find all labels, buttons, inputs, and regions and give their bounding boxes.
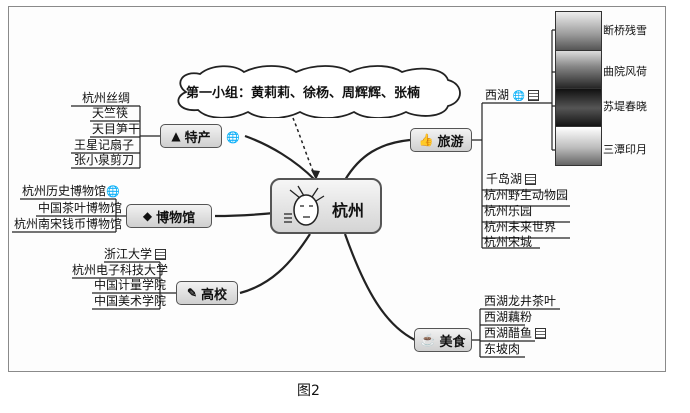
note-icon — [535, 328, 547, 339]
callout-text: 第一小组：黄莉莉、徐杨、周辉辉、张楠 — [186, 86, 421, 101]
specialty-item-1[interactable]: 杭州丝绸 — [82, 91, 131, 105]
specialty-item-2[interactable]: 天竺筷 — [92, 106, 129, 120]
figure-caption: 图2 — [297, 383, 320, 399]
food-item-1[interactable]: 西湖龙井茶叶 — [484, 294, 557, 308]
branch-food-label: 美食 — [439, 334, 466, 350]
group-callout: 第一小组：黄莉莉、徐杨、周辉辉、张楠 — [168, 64, 468, 119]
branch-museum[interactable]: ◆ 博物馆 — [126, 204, 212, 228]
food-item-4[interactable]: 东坡肉 — [484, 342, 521, 356]
scene-title-2: 曲院风荷 — [603, 65, 647, 78]
photo-three-pools — [555, 126, 602, 166]
specialty-item-3[interactable]: 天目笋干 — [92, 122, 141, 136]
museum-item-3[interactable]: 杭州南宋钱币博物馆 — [14, 217, 123, 231]
travel-item-1[interactable]: 千岛湖 — [486, 172, 537, 187]
central-topic-label: 杭州 — [332, 201, 365, 220]
travel-item-4[interactable]: 杭州未来世界 — [484, 220, 557, 234]
globe-icon: 🌐 — [226, 131, 240, 144]
thinking-head-icon — [284, 185, 325, 226]
college-item-4[interactable]: 中国美术学院 — [94, 294, 167, 308]
globe-icon: 🌐 — [106, 185, 120, 198]
cube-icon: ◆ — [142, 209, 153, 223]
food-bowl-icon: ☕ — [420, 333, 436, 347]
food-item-2[interactable]: 西湖藕粉 — [484, 310, 533, 324]
note-icon — [528, 90, 540, 101]
westlake-item[interactable]: 西湖 🌐 — [485, 88, 540, 104]
branch-college-label: 高校 — [201, 287, 228, 303]
scene-title-1: 断桥残雪 — [603, 24, 647, 37]
branch-college[interactable]: ✎ 高校 — [176, 281, 238, 305]
globe-icon: 🌐 — [512, 91, 526, 102]
note-icon — [525, 174, 537, 185]
branch-food[interactable]: ☕ 美食 — [414, 328, 472, 352]
college-item-2[interactable]: 杭州电子科技大学 — [72, 263, 169, 277]
branch-specialty[interactable]: ▲ 特产 — [160, 124, 222, 148]
branch-travel[interactable]: 👍 旅游 — [410, 128, 472, 152]
photo-broken-bridge — [555, 11, 602, 51]
note-icon — [155, 249, 167, 260]
cloud-shape — [177, 65, 461, 119]
branch-museum-label: 博物馆 — [156, 210, 196, 226]
branch-specialty-label: 特产 — [184, 130, 211, 146]
food-item-3[interactable]: 西湖醋鱼 — [484, 326, 547, 341]
college-item-1[interactable]: 浙江大学 — [104, 247, 167, 262]
museum-item-2[interactable]: 中国茶叶博物馆 — [38, 201, 123, 215]
central-topic[interactable]: 杭州 — [270, 178, 382, 234]
travel-item-2[interactable]: 杭州野生动物园 — [484, 188, 569, 202]
thumbs-up-icon: 👍 — [418, 133, 434, 147]
specialty-item-5[interactable]: 张小泉剪刀 — [74, 153, 135, 167]
museum-item-1[interactable]: 杭州历史博物馆 — [22, 184, 107, 198]
photo-lotus-courtyard — [555, 50, 602, 90]
scene-title-3: 苏堤春晓 — [603, 100, 647, 113]
photo-su-causeway — [555, 88, 602, 128]
triangle-icon: ▲ — [171, 129, 181, 143]
specialty-item-4[interactable]: 王星记扇子 — [74, 138, 135, 152]
college-item-3[interactable]: 中国计量学院 — [94, 278, 167, 292]
scene-title-4: 三潭印月 — [603, 143, 647, 156]
travel-item-3[interactable]: 杭州乐园 — [484, 204, 533, 218]
branch-travel-label: 旅游 — [437, 134, 464, 150]
travel-item-5[interactable]: 杭州宋城 — [484, 235, 533, 249]
pencil-icon: ✎ — [186, 286, 198, 300]
